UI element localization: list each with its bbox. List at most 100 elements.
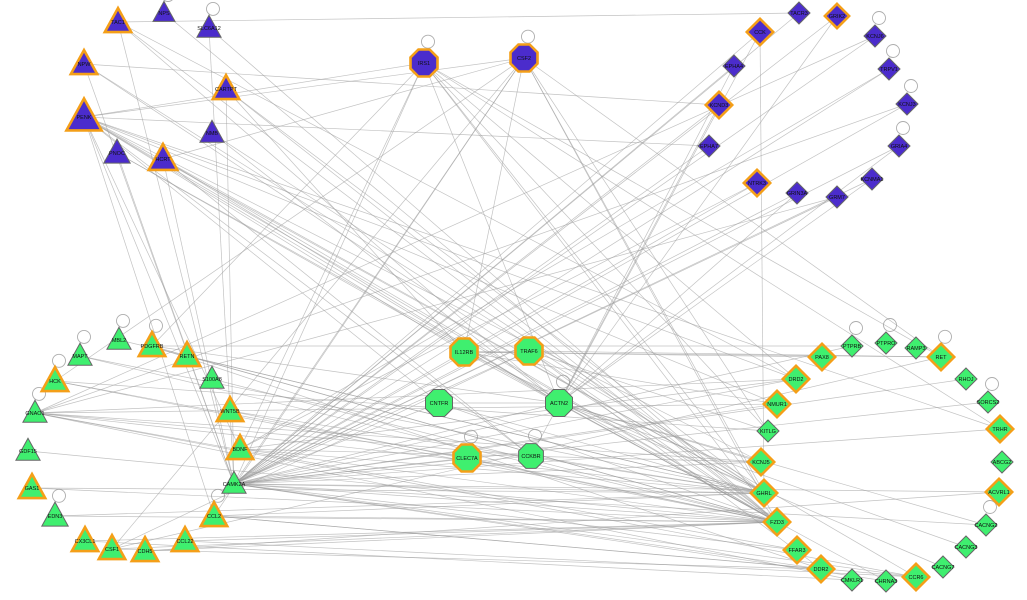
edge-GRIN3A-ACTN2[interactable] bbox=[558, 192, 798, 404]
node-CLEC7A[interactable]: CLEC7A bbox=[452, 443, 482, 473]
edge-ACTN2-PDGFRB[interactable] bbox=[151, 345, 560, 404]
self-loop-PTPRB[interactable] bbox=[849, 321, 863, 335]
node-MBL2[interactable]: MBL2 bbox=[106, 326, 132, 350]
edge-GRIN3A-CAMK2A[interactable] bbox=[233, 192, 798, 485]
node-S100A8[interactable]: S100A8 bbox=[199, 365, 225, 389]
edge-IRS1-GHRL[interactable] bbox=[423, 62, 765, 494]
edge-TAC1-FZD3[interactable] bbox=[117, 21, 778, 523]
edge-PENK-EPHA7[interactable] bbox=[83, 116, 710, 147]
edge-TRAF6-KITLG[interactable] bbox=[528, 350, 769, 432]
edge-S100A8-FZD3[interactable] bbox=[211, 378, 778, 523]
edge-KCND3-ACTN2[interactable] bbox=[558, 104, 720, 404]
edge-CSF2-RET[interactable] bbox=[523, 57, 942, 358]
edge-CNTFR-GHRL[interactable] bbox=[438, 402, 765, 494]
edge-CDH5-ACVRL1[interactable] bbox=[144, 491, 1000, 552]
edge-GNAO1-FFAR3[interactable] bbox=[34, 412, 798, 551]
edge-CAMK2A-GHRL[interactable] bbox=[233, 483, 765, 494]
edge-IRS1-RET[interactable] bbox=[423, 62, 942, 358]
edge-CNTFR-FZD3[interactable] bbox=[438, 402, 778, 523]
node-KCND3[interactable]: KCND3 bbox=[703, 89, 735, 121]
edge-BDNF-DRD2[interactable] bbox=[239, 378, 797, 450]
edge-TRAF6-RET[interactable] bbox=[528, 350, 942, 358]
node-CCL2[interactable]: CCL2 bbox=[198, 499, 230, 528]
edge-CAMK2A-KCNJ5[interactable] bbox=[233, 461, 762, 485]
node-PENK[interactable]: PENK bbox=[64, 95, 104, 132]
node-CDH5[interactable]: CDH5 bbox=[129, 534, 161, 563]
edge-RETN-FZD3[interactable] bbox=[186, 355, 778, 523]
edge-CNTFR-CAMK2A[interactable] bbox=[233, 402, 440, 485]
edge-KCND3-CAMK2A[interactable] bbox=[233, 104, 720, 485]
node-TRPV1[interactable]: TRPV1 bbox=[877, 57, 901, 81]
node-ACTN2[interactable]: ACTN2 bbox=[545, 389, 573, 417]
edge-GRIK2-ACTN2[interactable] bbox=[558, 15, 838, 404]
edge-GNAO1-DRD2[interactable] bbox=[34, 378, 797, 414]
node-NPW[interactable]: NPW bbox=[68, 47, 100, 76]
edge-PENK-KCNJ5[interactable] bbox=[83, 116, 762, 463]
edge-CAMK2A-ACVRL1[interactable] bbox=[233, 483, 1000, 493]
edge-CSF2-KITLG[interactable] bbox=[523, 57, 769, 432]
edge-CAMK2A-RHOJ[interactable] bbox=[233, 378, 967, 485]
edge-KCNJ3-CAMK2A[interactable] bbox=[233, 103, 908, 485]
node-CARTPT[interactable]: CARTPT bbox=[210, 72, 242, 101]
node-GRIN3A[interactable]: GRIN3A bbox=[785, 181, 809, 205]
node-CCR6[interactable]: CCR6 bbox=[900, 561, 932, 593]
node-BDNF[interactable]: BDNF bbox=[224, 432, 256, 461]
edge-PNOC-FZD3[interactable] bbox=[116, 152, 778, 523]
self-loop-NPS[interactable] bbox=[162, 0, 175, 2]
node-KITLG[interactable]: KITLG bbox=[756, 419, 780, 443]
edge-CCL22-FZD3[interactable] bbox=[184, 521, 778, 542]
edge-CAMK2A-DRD2[interactable] bbox=[233, 378, 797, 485]
edge-BDNF-FZD3[interactable] bbox=[239, 448, 778, 523]
self-loop-ACTN2[interactable] bbox=[556, 374, 570, 389]
self-loop-PDGFRB[interactable] bbox=[149, 318, 163, 333]
edge-GRIA4-CAMK2A[interactable] bbox=[233, 145, 900, 485]
self-loop-GNAO1[interactable] bbox=[32, 386, 46, 401]
node-EDN3[interactable]: EDN3 bbox=[40, 501, 70, 527]
edge-WNT5B-GHRL[interactable] bbox=[229, 410, 765, 494]
node-CACNG3[interactable]: CACNG3 bbox=[954, 535, 978, 559]
edge-BDNF-KCNJ5[interactable] bbox=[239, 448, 762, 463]
edge-CDH5-FZD3[interactable] bbox=[144, 521, 778, 552]
edge-CSF2-CCL2[interactable] bbox=[213, 57, 525, 517]
edge-TRAF6-CAMK2A[interactable] bbox=[233, 350, 530, 485]
edge-NTRK3-BDNF[interactable] bbox=[239, 182, 758, 450]
edge-GDF15-FZD3[interactable] bbox=[27, 450, 778, 523]
edge-CCKBR-GNAO1[interactable] bbox=[34, 412, 532, 457]
edge-CAMK2A-FFAR3[interactable] bbox=[233, 483, 798, 551]
node-GDF15[interactable]: GDF15 bbox=[15, 437, 41, 461]
edge-PNOC-ACTN2[interactable] bbox=[116, 152, 560, 404]
edge-CCK-CAMK2A[interactable] bbox=[233, 31, 761, 485]
edge-MAPT-GHRL[interactable] bbox=[79, 355, 765, 494]
edge-NPW-GHRL[interactable] bbox=[83, 63, 765, 494]
edge-GNAO1-KCNJ5[interactable] bbox=[34, 412, 762, 463]
edge-PENK-IL12RB[interactable] bbox=[83, 116, 465, 353]
self-loop-KCNJ6[interactable] bbox=[872, 11, 886, 25]
self-loop-CACNG2[interactable] bbox=[983, 500, 997, 514]
edge-SLC6A12-FZD3[interactable] bbox=[208, 27, 778, 523]
edge-HCRT-ACTN2[interactable] bbox=[162, 158, 560, 404]
edge-PENK-CNTFR[interactable] bbox=[83, 116, 440, 404]
self-loop-IRS1[interactable] bbox=[421, 34, 435, 49]
edge-NPW-FZD3[interactable] bbox=[83, 63, 778, 523]
edge-PENK-CCKBR[interactable] bbox=[83, 116, 532, 457]
edge-CCL2-FZD3[interactable] bbox=[213, 515, 778, 523]
edge-GNAO1-NMUR1[interactable] bbox=[34, 403, 778, 414]
node-IRS1[interactable]: IRS1 bbox=[409, 48, 439, 78]
edge-HCRT-CAMK2A[interactable] bbox=[162, 158, 235, 485]
edge-CSF1-DDR2[interactable] bbox=[111, 548, 822, 570]
edge-CCL2-GHRL[interactable] bbox=[213, 492, 765, 517]
edge-HCK-KITLG[interactable] bbox=[54, 380, 769, 432]
edge-NMB-ACTN2[interactable] bbox=[211, 132, 560, 404]
node-RAMP3[interactable]: RAMP3 bbox=[904, 336, 928, 360]
edge-CSF2-FZD3[interactable] bbox=[523, 57, 778, 523]
edge-IRS1-BDNF[interactable] bbox=[239, 62, 425, 450]
edge-GNAO1-CMKLR1[interactable] bbox=[34, 412, 853, 581]
edge-EDN3-GHRL[interactable] bbox=[54, 492, 765, 517]
edge-NMB-GHRL[interactable] bbox=[211, 132, 765, 494]
edge-CX3CL1-CMKLR1[interactable] bbox=[84, 540, 853, 581]
self-loop-CLEC7A[interactable] bbox=[464, 429, 478, 444]
edge-CSF2-HCK[interactable] bbox=[54, 57, 525, 382]
node-TACR3[interactable]: TACR3 bbox=[787, 1, 811, 25]
node-TAC1[interactable]: TAC1 bbox=[102, 5, 134, 34]
